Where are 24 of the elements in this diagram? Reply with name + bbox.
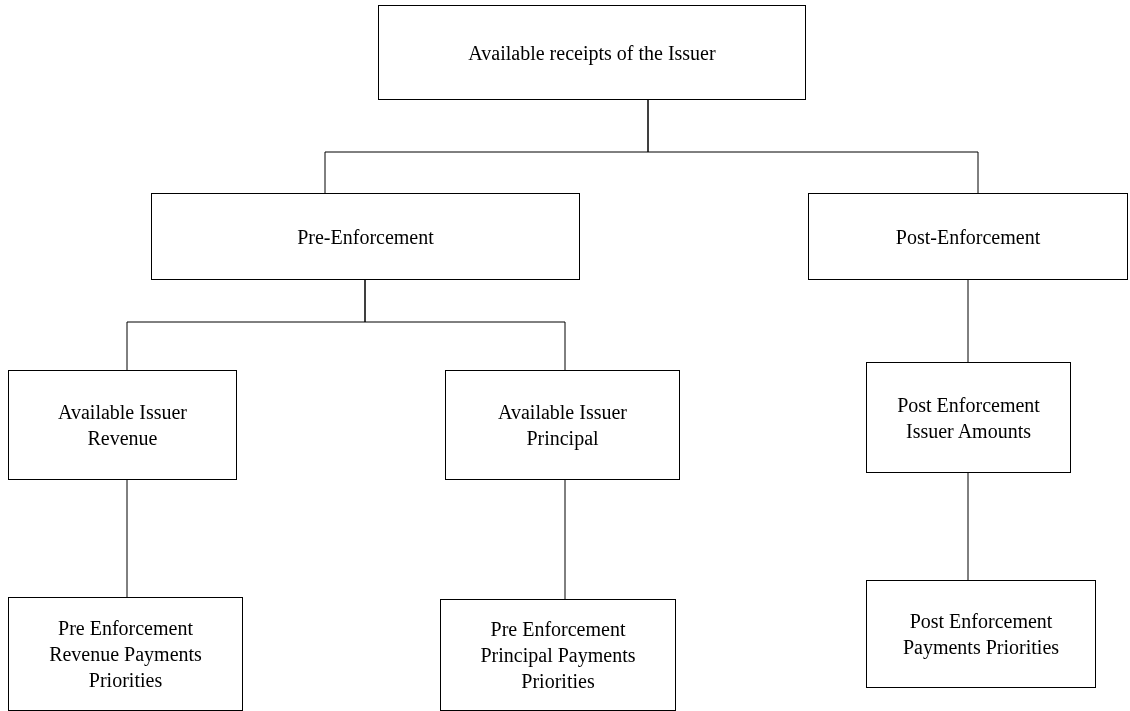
connector-line <box>126 479 128 598</box>
process-box <box>445 370 680 480</box>
connector-line <box>564 479 566 600</box>
process-box <box>8 597 243 711</box>
process-box <box>8 370 237 480</box>
box-label: Post Enforcement Payments Priorities <box>901 609 1061 660</box>
box-label: Available Issuer Principal <box>497 400 628 451</box>
box-label: Available Issuer Revenue <box>57 400 188 451</box>
connector-line <box>364 279 566 371</box>
connector-line <box>647 99 979 194</box>
connector-line <box>967 279 969 363</box>
box-label: Pre Enforcement Principal Payments Priorities <box>479 617 637 694</box>
process-box <box>440 599 676 711</box>
process-box <box>378 5 806 100</box>
process-box <box>808 193 1128 280</box>
connector-line <box>967 472 969 581</box>
box-label: Pre Enforcement Revenue Payments Priorities <box>48 616 203 693</box>
process-box <box>866 362 1071 473</box>
box-label: Post Enforcement Issuer Amounts <box>896 392 1041 444</box>
box-label: Post-Enforcement <box>895 224 1041 250</box>
process-box <box>866 580 1096 688</box>
box-label: Pre-Enforcement <box>297 224 434 250</box>
process-box <box>151 193 580 280</box>
box-label: Available receipts of the Issuer <box>468 40 716 66</box>
